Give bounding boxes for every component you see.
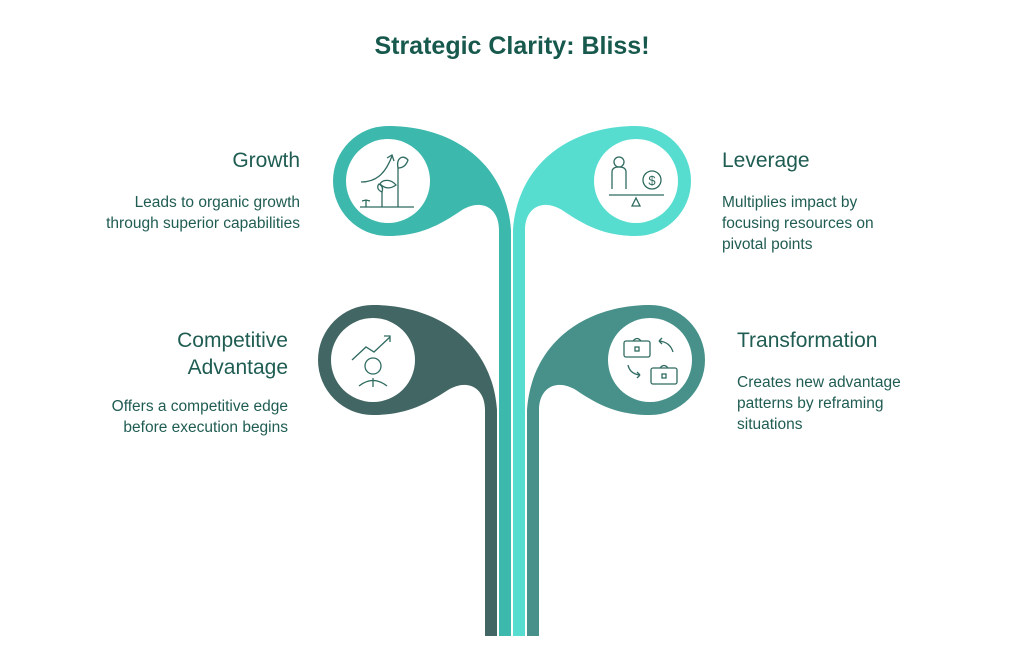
svg-text:$: $ — [648, 173, 656, 188]
plant-growth-icon — [360, 154, 414, 208]
growth-description: Leads to organic growth through superior… — [106, 194, 300, 232]
leaf-competitive-advantage — [318, 305, 497, 636]
balance-scale-icon: $ — [609, 156, 664, 207]
briefcase-exchange-icon — [623, 337, 678, 385]
transformation-description: Creates new advantage patterns by refram… — [737, 374, 901, 433]
leverage-heading: Leverage — [722, 149, 810, 172]
competitive-advantage-heading: Competitive Advantage — [177, 329, 288, 379]
leaf-transformation — [527, 305, 705, 636]
competitive-advantage-description: Offers a competitive edge before executi… — [111, 398, 288, 436]
person-trend-icon — [351, 335, 391, 387]
leverage-description: Multiplies impact by focusing resources … — [722, 194, 874, 253]
growth-heading: Growth — [232, 149, 300, 172]
transformation-heading: Transformation — [737, 329, 878, 352]
page-title: Strategic Clarity: Bliss! — [374, 32, 650, 60]
